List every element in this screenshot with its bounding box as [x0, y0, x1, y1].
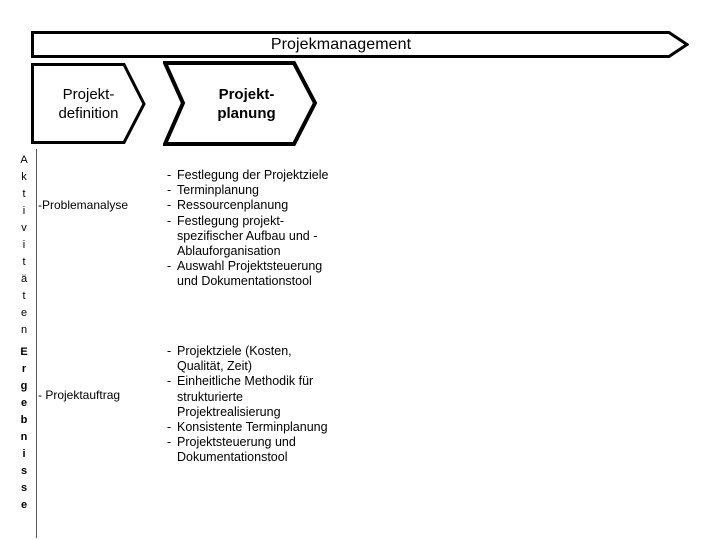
bullet-item: -Konsistente Terminplanung: [167, 420, 417, 435]
vletter: i: [22, 205, 26, 217]
vletter: A: [20, 154, 28, 166]
vletter: e: [20, 307, 28, 319]
bullet-item: -Festlegung projekt-spezifischer Aufbau …: [167, 214, 417, 260]
vletter: t: [22, 290, 26, 302]
row-label-ergebnisse: E r g e b n i s s e: [17, 344, 31, 514]
bullet-dash-icon: -: [167, 435, 172, 450]
chevron-notched-shape: [163, 61, 318, 146]
bullet-text: Einheitliche Methodik für: [177, 374, 314, 389]
vletter: n: [20, 324, 28, 336]
row-label-aktivitaeten: A k t i v i t ä t e n: [17, 152, 31, 339]
bullet-text: Projektziele (Kosten,: [177, 344, 292, 358]
bullet-dash-icon: -: [167, 183, 172, 198]
bullet-text-continuation: strukturierte: [177, 389, 243, 404]
bullet-text-continuation: Ablauforganisation: [177, 244, 281, 259]
vletter: t: [22, 256, 26, 268]
bullet-text-continuation: Dokumentationstool: [177, 450, 288, 465]
bullet-text: Terminplanung: [177, 183, 259, 198]
vertical-divider: [36, 149, 37, 538]
vletter: ä: [20, 273, 28, 285]
phase-projektdefinition[interactable]: Projekt- definition: [31, 63, 146, 144]
bullet-dash-icon: -: [167, 420, 172, 435]
summary-ergebnisse: - Projektauftrag: [38, 388, 121, 402]
bullet-text-continuation: und Dokumentationstool: [177, 274, 312, 289]
vletter: s: [20, 482, 28, 494]
bullet-text-continuation: Qualität, Zeit): [177, 359, 253, 374]
vletter: t: [22, 188, 26, 200]
bullet-item: -Projektziele (Kosten,Qualität, Zeit): [167, 344, 417, 374]
phase-projektdefinition-line1: Projekt-: [62, 85, 115, 103]
vletter: v: [21, 222, 27, 234]
bullet-dash-icon: -: [167, 259, 172, 274]
phase-projektplanung-line1: Projekt-: [218, 85, 275, 103]
process-banner: Projekmanagement: [31, 31, 689, 58]
bullet-item: -Ressourcenplanung: [167, 198, 417, 213]
bullet-item: -Terminplanung: [167, 183, 417, 198]
banner-arrow-shape: [31, 31, 689, 58]
bullet-text: Festlegung der Projektziele: [177, 168, 329, 182]
vletter: E: [20, 346, 28, 358]
bullet-text: Konsistente Terminplanung: [177, 420, 328, 435]
bullet-dash-icon: -: [167, 168, 172, 182]
chevron-flat-left-shape: [31, 63, 146, 144]
phase-projektplanung-label: Projekt- planung: [163, 61, 324, 146]
vletter: s: [20, 465, 28, 477]
bullet-dash-icon: -: [167, 198, 172, 213]
bullet-text: Projektsteuerung und: [177, 435, 296, 450]
bullet-dash-icon: -: [167, 213, 172, 228]
summary-aktivitaeten: -Problemanalyse: [38, 198, 129, 212]
phase-projektplanung[interactable]: Projekt- planung: [163, 61, 318, 146]
bullet-dash-icon: -: [167, 344, 172, 358]
vletter: k: [21, 171, 27, 183]
banner-title: Projekmanagement: [270, 36, 412, 53]
phase-projektplanung-line2: planung: [217, 104, 276, 122]
phase-projektdefinition-line2: definition: [58, 104, 119, 122]
bullet-list-aktivitaeten: -Festlegung der Projektziele-Terminplanu…: [167, 168, 417, 290]
bullet-list-ergebnisse: -Projektziele (Kosten,Qualität, Zeit)-Ei…: [167, 344, 417, 466]
bullet-text-continuation: spezifischer Aufbau und -: [177, 228, 318, 243]
phase-projektdefinition-label: Projekt- definition: [31, 63, 162, 144]
bullet-dash-icon: -: [167, 374, 172, 389]
vletter: r: [21, 363, 27, 375]
vletter: g: [20, 380, 28, 392]
vletter: e: [20, 499, 28, 511]
bullet-text: Festlegung projekt-: [177, 213, 285, 228]
vletter: b: [20, 414, 28, 426]
bullet-text: Ressourcenplanung: [177, 198, 289, 213]
vletter: i: [22, 239, 26, 251]
bullet-item: -Festlegung der Projektziele: [167, 168, 417, 183]
bullet-text-continuation: Projektrealisierung: [177, 404, 281, 419]
vletter: n: [20, 431, 28, 443]
bullet-text: Auswahl Projektsteuerung: [177, 259, 323, 274]
vletter: i: [22, 448, 26, 460]
vletter: e: [20, 397, 28, 409]
